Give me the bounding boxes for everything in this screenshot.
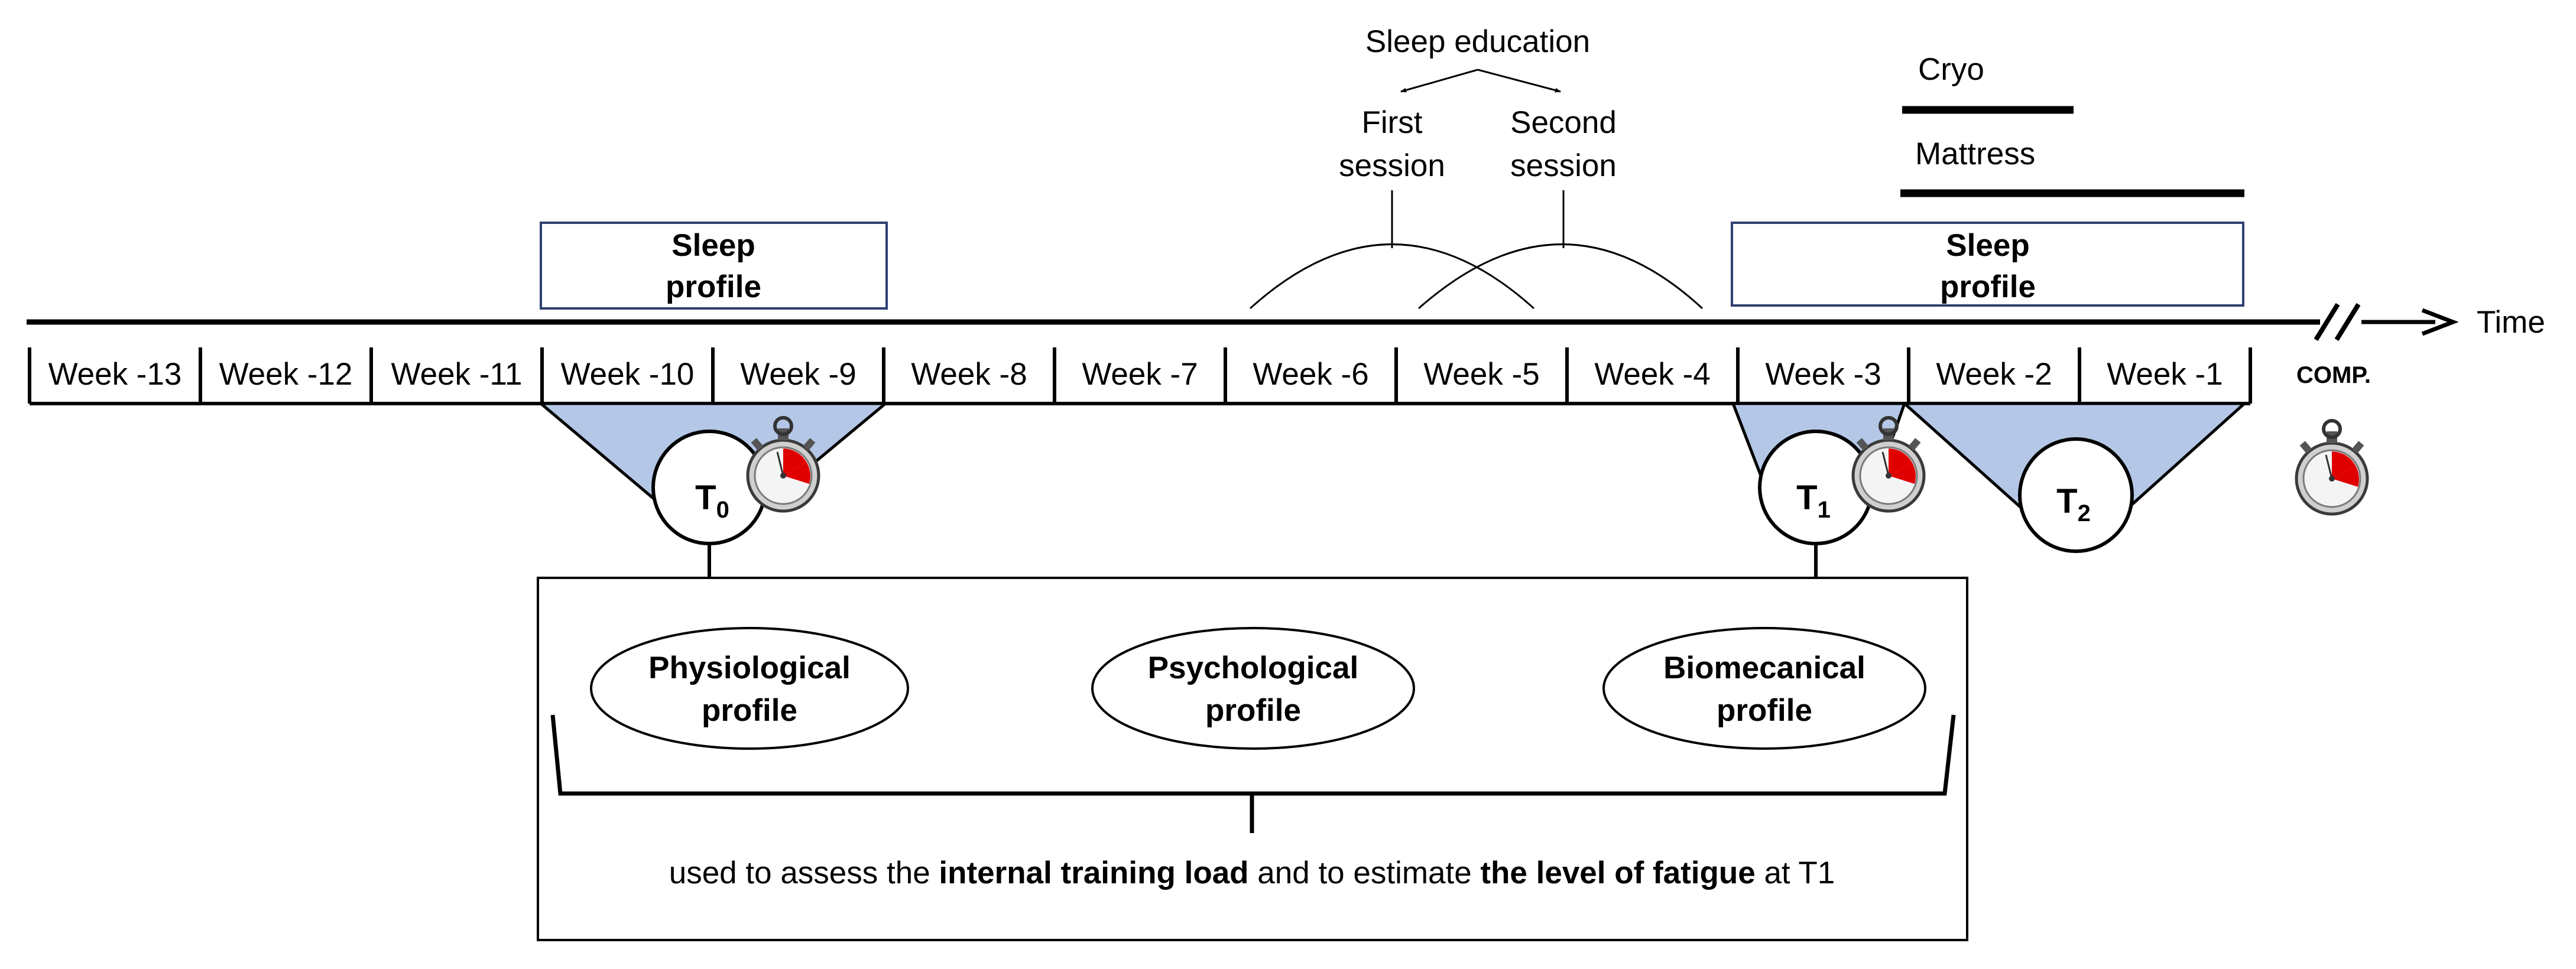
sleep-profile-box-1: Sleep profile [540, 222, 888, 310]
week-cell-label: Week -12 [219, 357, 353, 392]
physiological-profile: Physiological profile [590, 627, 909, 750]
biomechanical-line2: profile [1717, 693, 1812, 728]
test-t0: T0 [537, 402, 890, 578]
t0-label: T0 [695, 479, 729, 523]
sleep-education-title: Sleep education [1365, 24, 1590, 59]
second-session-line1: Second [1510, 105, 1617, 140]
week-cell-label: Week -10 [561, 357, 695, 392]
week-cell-label: Week -6 [1253, 357, 1368, 392]
caption: used to assess the internal training loa… [669, 856, 1835, 890]
cryo-label: Cryo [1918, 52, 1984, 87]
time-label: Time [2477, 305, 2545, 340]
sleep-profile-1-line2: profile [666, 269, 761, 304]
week-cell-label: Week -7 [1082, 357, 1198, 392]
first-session-arc [1249, 243, 1535, 310]
comp-label: COMP. [2296, 362, 2371, 388]
week-cell-label: Week -13 [48, 357, 182, 392]
t1-label: T1 [1796, 479, 1831, 523]
sleep-profile-box-2: Sleep profile [1731, 222, 2244, 307]
mattress-label: Mattress [1915, 136, 2035, 171]
competition: COMP. [2296, 362, 2371, 514]
arrow-right-icon [2421, 308, 2459, 336]
arrow-right-icon [1477, 69, 1561, 93]
biomechanical-line1: Biomecanical [1663, 651, 1866, 685]
week-cell-label: Week -5 [1423, 357, 1539, 392]
profiles-box: Physiological profile Psychological prof… [537, 577, 1968, 941]
t2-circle [2018, 437, 2134, 553]
week-cell-label: Week -1 [2107, 357, 2223, 392]
sleep-profile-2-line2: profile [1940, 269, 2036, 304]
sleep-education: Sleep education First session Second ses… [1249, 24, 1704, 310]
week-cells: Week -13 Week -12 Week -11 Week -10 Week -9 W… [28, 347, 2252, 405]
physiological-line1: Physiological [648, 651, 851, 685]
first-session-line1: First [1361, 105, 1422, 140]
axis-break-icon [2314, 303, 2361, 342]
week-cell-label: Week -9 [740, 357, 856, 392]
week-cell-label: Week -8 [911, 357, 1027, 392]
first-session-line2: session [1339, 148, 1445, 183]
week-cell-label: Week -11 [391, 357, 523, 392]
biomechanical-profile: Biomecanical profile [1602, 627, 1926, 750]
arrow-left-icon [1400, 69, 1478, 93]
test-t2: T2 [1900, 402, 2249, 553]
psychological-line1: Psychological [1148, 651, 1358, 685]
sleep-profile-2-line1: Sleep [1946, 228, 2029, 263]
week-cell-label: Week -3 [1765, 357, 1881, 392]
week-cell-label: Week -2 [1936, 357, 2052, 392]
second-session-arc [1418, 243, 1704, 310]
interventions: Cryo Mattress [1900, 52, 2244, 197]
week-cell-label: Week -4 [1594, 357, 1710, 392]
physiological-line2: profile [702, 693, 797, 728]
time-axis: Time [27, 303, 2545, 342]
psychological-line2: profile [1205, 693, 1301, 728]
psychological-profile: Psychological profile [1091, 627, 1415, 750]
stopwatch-icon [2296, 421, 2367, 514]
sleep-profile-1-line1: Sleep [671, 228, 755, 263]
test-t1: T1 [1731, 402, 1924, 578]
t2-label: T2 [2056, 482, 2091, 526]
second-session-line2: session [1510, 148, 1617, 183]
